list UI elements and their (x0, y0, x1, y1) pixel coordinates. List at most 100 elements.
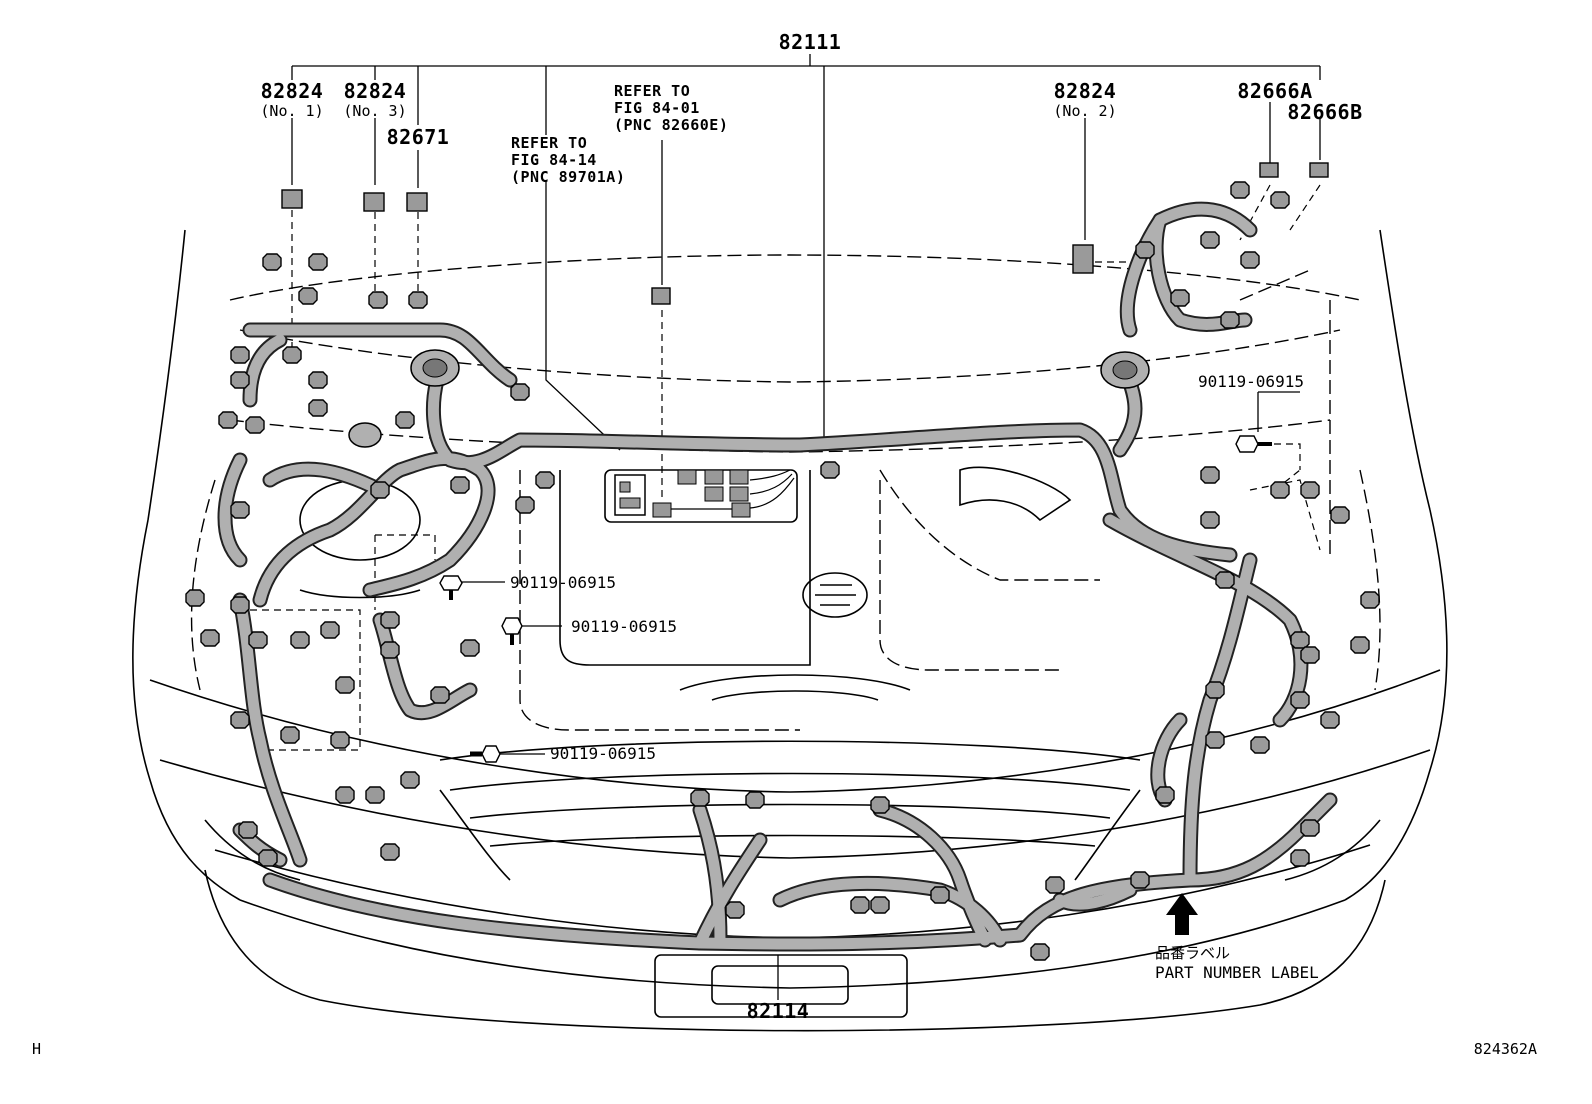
bolt-icon (501, 617, 523, 645)
connector-icon (330, 731, 350, 749)
part-number-90119-06915-middle: 90119-06915 (571, 617, 677, 636)
connector-82824-no3-icon (363, 192, 385, 212)
connector-icon (298, 287, 318, 305)
connector-icon (1170, 289, 1190, 307)
part-number-82824-no3: 82824 (344, 79, 407, 103)
connector-icon (820, 461, 840, 479)
bolt-icon (439, 575, 463, 600)
connector-icon (1030, 943, 1050, 961)
harness-connectors (185, 181, 1380, 961)
connector-icon (335, 676, 355, 694)
connector-icon (290, 631, 310, 649)
connector-icon (870, 796, 890, 814)
connector-icon (1250, 736, 1270, 754)
connector-icon (1155, 786, 1175, 804)
part-number-label-english: PART NUMBER LABEL (1155, 963, 1319, 982)
connector-icon (690, 789, 710, 807)
connector-icon (1300, 481, 1320, 499)
connector-icon (230, 371, 250, 389)
reference-84-14-line1: REFER TO (511, 134, 587, 152)
bolt-icon (470, 745, 501, 763)
reference-84-01-line3: (PNC 82660E) (614, 116, 728, 134)
part-number-90119-06915-right: 90119-06915 (1198, 372, 1304, 391)
part-number-90119-06915-lower: 90119-06915 (550, 744, 656, 763)
connector-icon (1205, 681, 1225, 699)
connector-icon (460, 639, 480, 657)
part-number-82824-no2: 82824 (1054, 79, 1117, 103)
connector-icon (230, 501, 250, 519)
connector-82824-no2-icon (1072, 244, 1094, 274)
connector-icon (850, 896, 870, 914)
connector-icon (1330, 506, 1350, 524)
connector-icon (1045, 876, 1065, 894)
part-number-label-arrow-icon (1166, 893, 1198, 935)
connector-icon (262, 253, 282, 271)
figure-code: 824362A (1474, 1040, 1537, 1058)
connector-icon (308, 371, 328, 389)
connector-82666a-icon (1259, 162, 1279, 178)
connector-icon (510, 383, 530, 401)
connector-icon (395, 411, 415, 429)
connector-icon (185, 589, 205, 607)
connector-icon (1360, 591, 1380, 609)
connector-icon (1220, 311, 1240, 329)
connector-icon (1290, 631, 1310, 649)
connector-icon (1300, 646, 1320, 664)
connector-icon (725, 901, 745, 919)
connector-icon (258, 849, 278, 867)
connector-icon (1200, 231, 1220, 249)
vehicle-body-outline (132, 229, 1448, 1032)
reference-84-14-line3: (PNC 89701A) (511, 168, 625, 186)
connector-icon (1240, 251, 1260, 269)
connector-icon (1230, 181, 1250, 199)
connector-icon (380, 843, 400, 861)
connector-icon (930, 886, 950, 904)
connector-icon (1290, 849, 1310, 867)
connector-icon (1215, 571, 1235, 589)
detached-connectors (281, 162, 1329, 305)
connector-icon (1350, 636, 1370, 654)
connector-icon (870, 896, 890, 914)
part-note-no3: (No. 3) (343, 102, 406, 120)
connector-icon (400, 771, 420, 789)
bolts (439, 435, 1272, 763)
footer-left-code: H (32, 1040, 41, 1058)
connector-icon (280, 726, 300, 744)
connector-icon (515, 496, 535, 514)
connector-icon (248, 631, 268, 649)
part-number-82666a: 82666A (1237, 79, 1312, 103)
junction-block (614, 469, 795, 518)
connector-icon (1200, 511, 1220, 529)
connector-icon (535, 471, 555, 489)
connector-icon (380, 611, 400, 629)
grommets (348, 349, 1150, 448)
connector-icon (1270, 481, 1290, 499)
connector-icon (230, 596, 250, 614)
part-number-82666b: 82666B (1287, 100, 1362, 124)
connector-icon (1320, 711, 1340, 729)
connector-icon (230, 346, 250, 364)
connector-icon (1205, 731, 1225, 749)
wire-harness-shading (219, 203, 1336, 950)
connector-icon (238, 821, 258, 839)
connector-icon (1290, 691, 1310, 709)
reference-84-14-line2: FIG 84-14 (511, 151, 597, 169)
connector-icon (1300, 819, 1320, 837)
connector-icon (218, 411, 238, 429)
part-number-82824-no1: 82824 (261, 79, 324, 103)
connector-icon (1135, 241, 1155, 259)
part-number-label-japanese: 品番ラベル (1155, 944, 1230, 962)
part-note-no1: (No. 1) (260, 102, 323, 120)
part-number-82671: 82671 (387, 125, 450, 149)
connector-icon (430, 686, 450, 704)
connector-82666b-icon (1309, 162, 1329, 178)
connector-82671-icon (406, 192, 428, 212)
connector-icon (365, 786, 385, 804)
connector-icon (335, 786, 355, 804)
part-number-82114: 82114 (747, 999, 810, 1023)
connector-82824-no1-icon (281, 189, 303, 209)
connector-icon (245, 416, 265, 434)
connector-icon (1130, 871, 1150, 889)
reference-84-01-line2: FIG 84-01 (614, 99, 700, 117)
